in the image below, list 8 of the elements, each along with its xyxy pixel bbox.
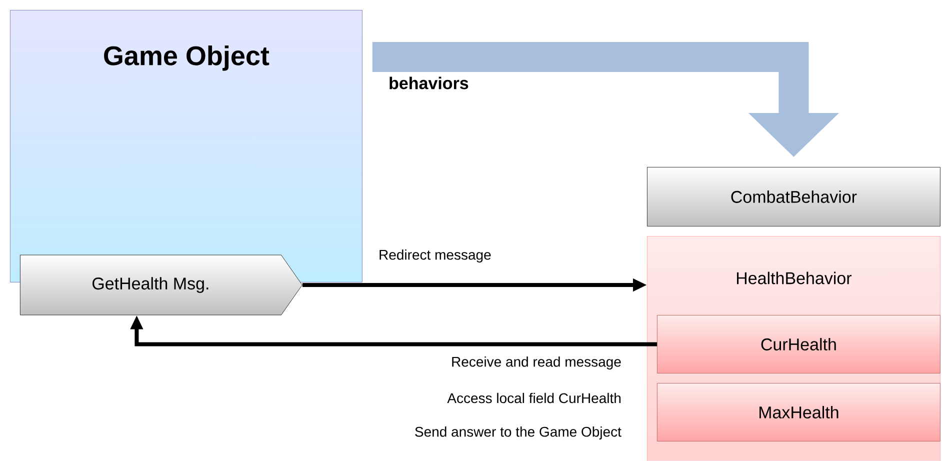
note-text: Send answer to the Game Object — [415, 426, 622, 440]
field-box: MaxHealth — [657, 383, 940, 442]
edge-label: behaviors — [390, 76, 468, 90]
behavior-box: CombatBehavior — [647, 167, 940, 226]
note-text: Access local field CurHealth — [447, 392, 621, 404]
field-box: CurHealth — [657, 315, 940, 374]
edge-label: Redirect message — [380, 249, 491, 263]
note-text: Receive and read message — [452, 356, 621, 370]
